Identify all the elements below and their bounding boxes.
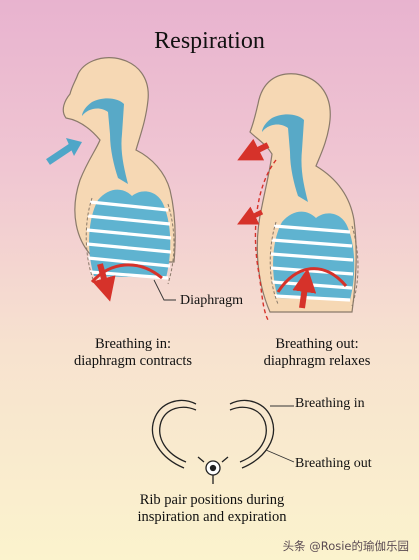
diaphragm-leader-line: [153, 279, 176, 301]
rib-caption-line2: inspiration and expiration: [137, 509, 287, 525]
inhale-caption-line2: diaphragm contracts: [74, 353, 192, 369]
inhale-diaphragm-down-arrow: [92, 263, 116, 302]
exhale-rib-outline: [269, 221, 359, 307]
exhale-chest-arrow: [237, 206, 264, 225]
inhale-caption-line1: Breathing in:: [94, 336, 172, 352]
rib-breathing-out-label: Breathing out: [295, 456, 372, 471]
exhale-caption-line2: diaphragm relaxes: [263, 353, 371, 369]
inhale-caption: Breathing in: diaphragm contracts: [48, 336, 218, 370]
exhale-previous-contour: [254, 159, 277, 321]
watermark: 头条 @Rosie的瑜伽乐园: [282, 539, 409, 553]
inhale-rib-outline: [85, 197, 175, 285]
rib-caption-line1: Rib pair positions during: [139, 492, 285, 508]
inhale-air-in-arrow: [46, 143, 74, 165]
exhale-caption: Breathing out: diaphragm relaxes: [232, 336, 402, 370]
inhale-airway: [82, 98, 128, 184]
rib-position-out-right: [229, 406, 267, 463]
rib-position-in-left: [151, 399, 197, 469]
exhale-caption-line1: Breathing out:: [275, 336, 359, 352]
rib-cross-section: [151, 399, 275, 484]
rib-out-leader-line: [265, 449, 295, 463]
exhale-figure: [237, 73, 359, 321]
exhale-airway: [262, 114, 308, 202]
diagram-title: Respiration: [154, 28, 265, 54]
exhale-diaphragm-up-arrow: [292, 268, 317, 309]
rib-breathing-in-label: Breathing in: [295, 396, 365, 411]
rib-caption: Rib pair positions during inspiration an…: [112, 492, 312, 526]
diaphragm-label: Diaphragm: [180, 293, 243, 308]
exhale-air-out-arrow: [237, 138, 270, 161]
inhale-figure: [46, 57, 176, 302]
rib-position-in-right: [229, 399, 275, 469]
vertebra-icon: [197, 456, 229, 484]
rib-position-out-left: [159, 406, 197, 463]
